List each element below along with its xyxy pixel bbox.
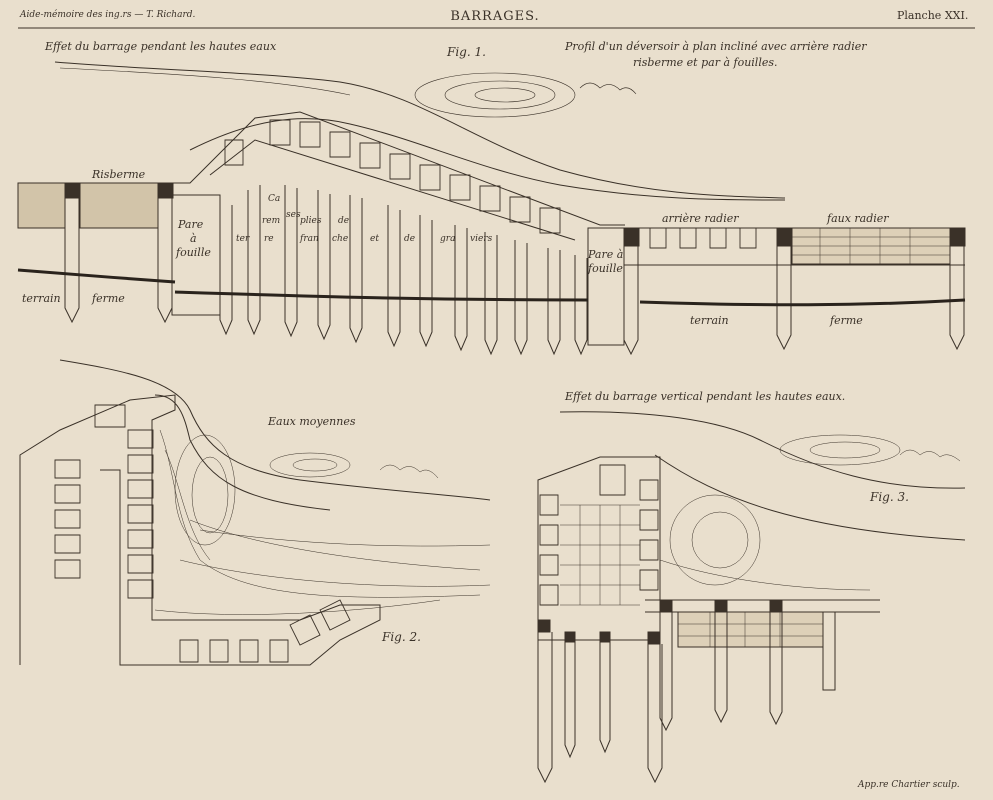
caisses-2: ses xyxy=(286,210,301,220)
fig2-label: Fig. 2. xyxy=(382,630,421,644)
fig1-label: Fig. 1. xyxy=(447,45,486,59)
plate-number: Planche XXI. xyxy=(897,9,969,22)
pare-left-3: fouille xyxy=(176,246,211,259)
engraver-credit: App.re Chartier sculp. xyxy=(858,780,960,790)
pare-right-2: fouille xyxy=(588,262,623,275)
caisses-5: de xyxy=(338,216,350,226)
caisses-10: et xyxy=(370,234,379,244)
fig1-profile-title-line2: risberme et par à fouilles. xyxy=(633,56,778,69)
caisses-6: ter xyxy=(236,234,250,244)
caisses-13: viers xyxy=(470,234,493,244)
arriere-radier-label: arrière radier xyxy=(662,212,739,225)
fig1-caption: Effet du barrage pendant les hautes eaux xyxy=(45,40,277,53)
caisses-7: re xyxy=(264,234,274,244)
fig3-caption: Effet du barrage vertical pendant les ha… xyxy=(565,390,846,403)
fig1-profile-title-line1: Profil d'un déversoir à plan incliné ave… xyxy=(565,40,867,53)
ferme-right-label: ferme xyxy=(830,314,863,327)
terrain-left-label: terrain xyxy=(22,292,61,305)
caisses-1: Ca xyxy=(268,194,281,204)
risberme-label: Risberme xyxy=(92,168,146,181)
header-left-title: Aide-mémoire des ing.rs — T. Richard. xyxy=(20,10,196,20)
caisses-4: plies xyxy=(300,216,322,226)
fig2-drawing xyxy=(20,360,490,665)
fig3-drawing xyxy=(538,412,965,782)
fig2-caption: Eaux moyennes xyxy=(268,415,356,428)
caisses-9: che xyxy=(332,234,349,244)
header-center-title: BARRAGES. xyxy=(450,9,540,24)
caisses-8: fran xyxy=(300,234,319,244)
terrain-right-label: terrain xyxy=(690,314,729,327)
caisses-12: gra xyxy=(440,234,456,244)
pare-left-2: à xyxy=(190,232,197,245)
caisses-3: rem xyxy=(262,216,281,226)
faux-radier-label: faux radier xyxy=(827,212,889,225)
pare-right-1: Pare à xyxy=(588,248,624,261)
pare-left-1: Pare xyxy=(178,218,204,231)
fig3-label: Fig. 3. xyxy=(870,490,909,504)
fig1-drawing xyxy=(18,62,965,354)
caisses-11: de xyxy=(404,234,416,244)
ferme-left-label: ferme xyxy=(92,292,125,305)
